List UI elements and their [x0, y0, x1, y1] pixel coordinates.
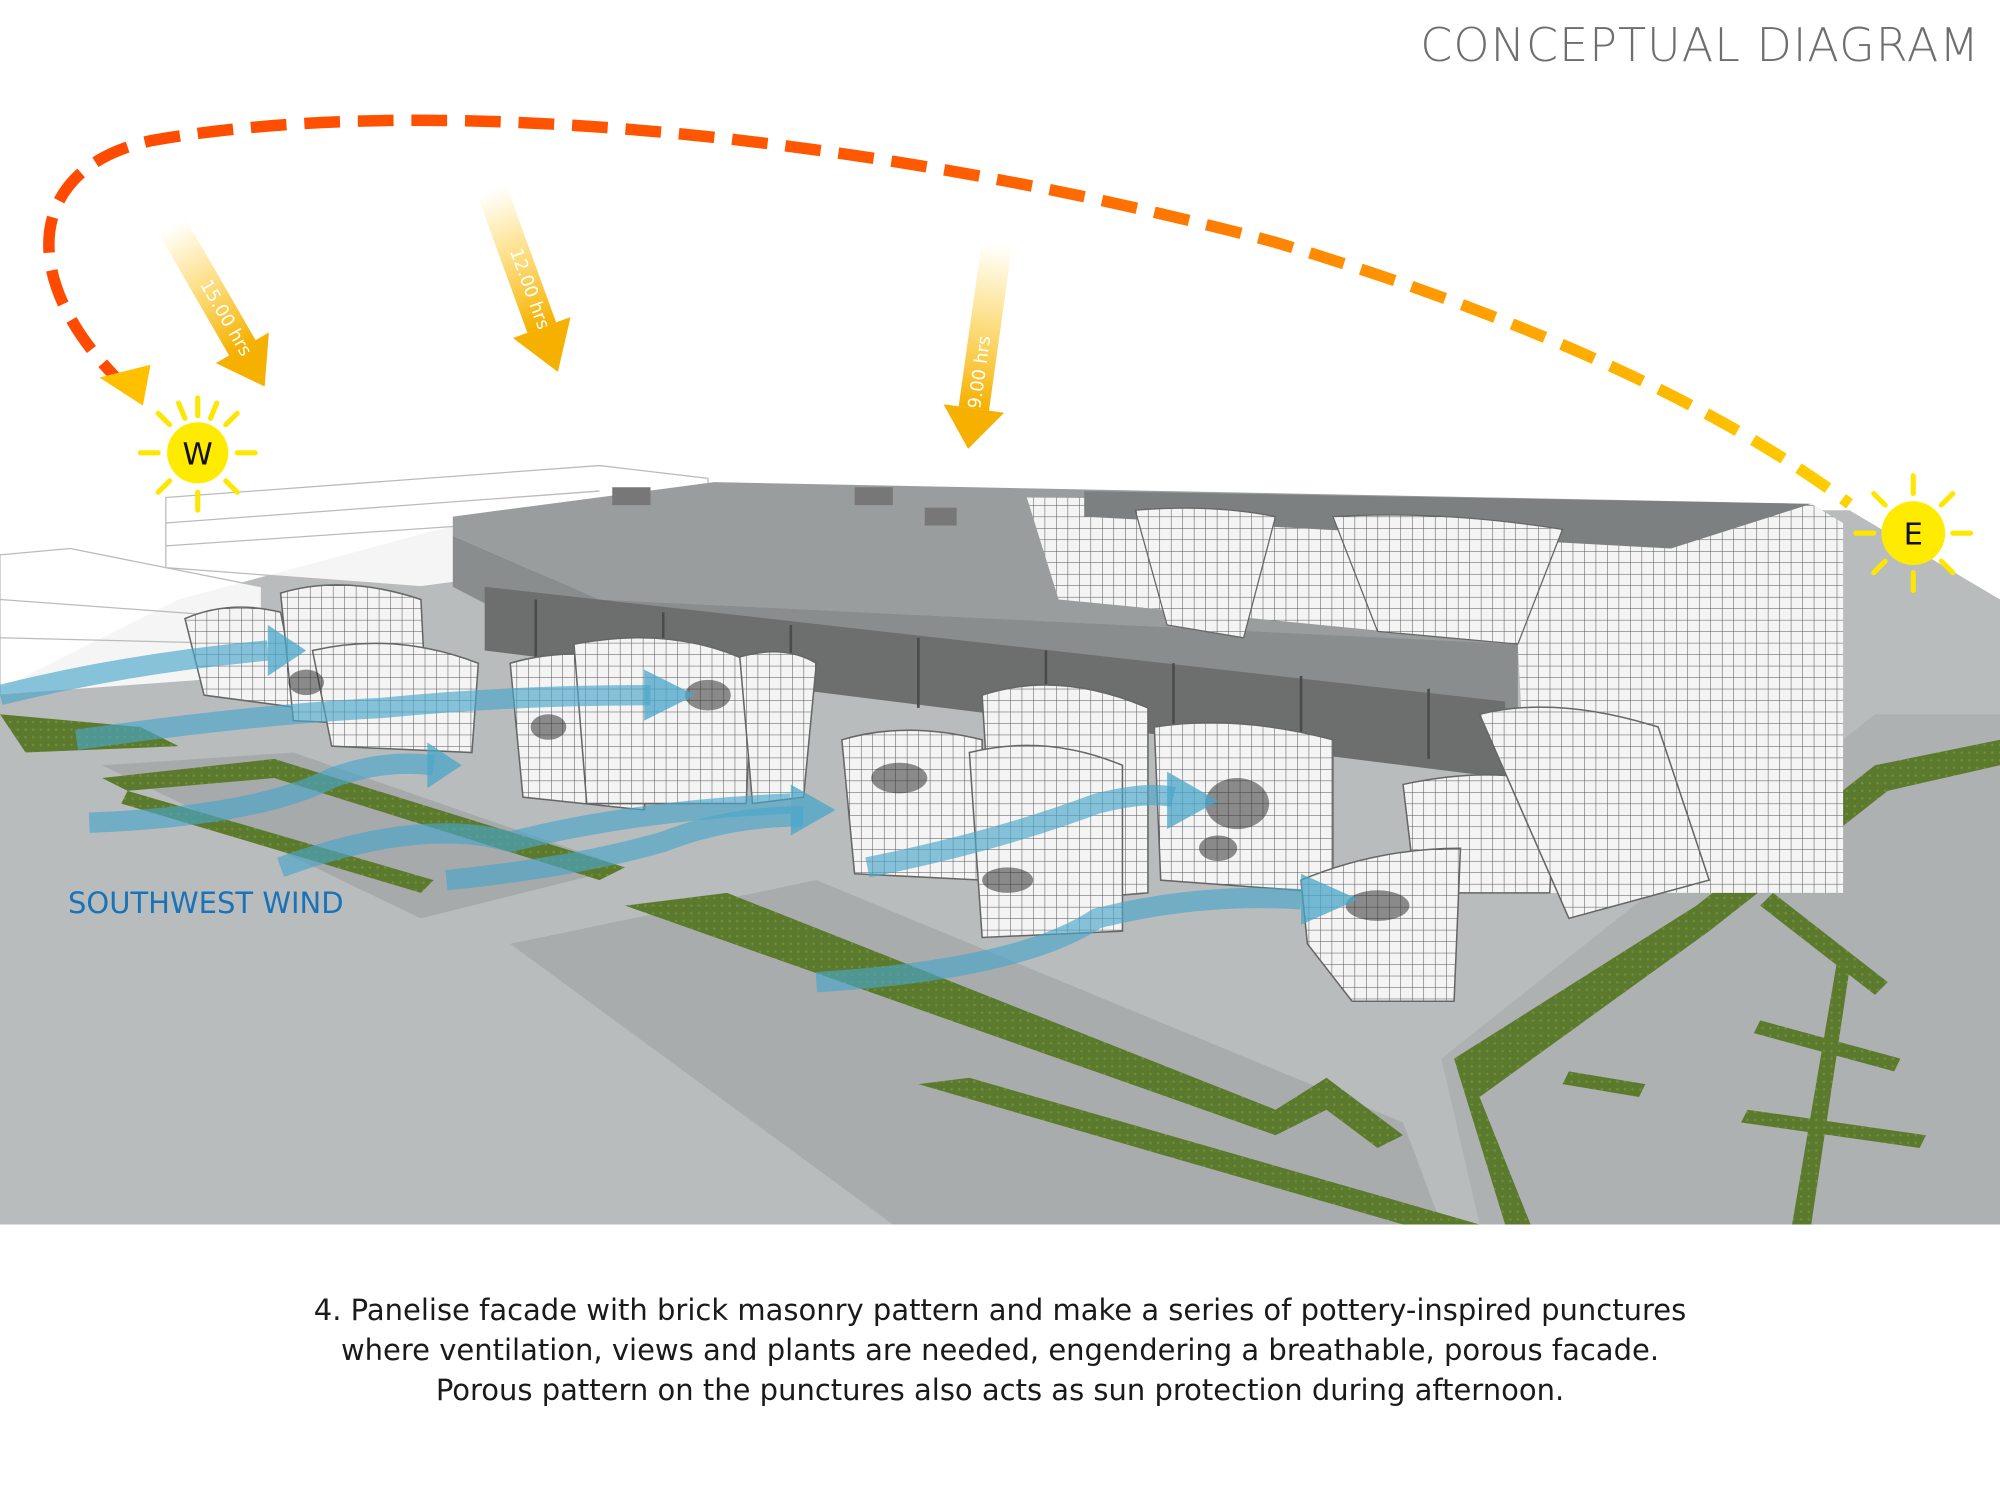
caption-line: where ventilation, views and plants are … — [340, 1333, 1660, 1367]
sun-ray-9: 9.00 hrs — [943, 242, 1013, 449]
sun-path-arrowhead — [99, 364, 151, 406]
caption: 4. Panelise facade with brick masonry pa… — [0, 1290, 2000, 1410]
wind-arrowheads — [267, 625, 1359, 925]
wind-arrows — [0, 640, 1302, 993]
caption-line: Porous pattern on the punctures also act… — [435, 1373, 1565, 1407]
plaza — [510, 880, 1442, 1225]
sun-west-label: W — [183, 437, 213, 472]
sun-east-label: E — [1904, 518, 1923, 553]
sun-ray-12: 12.00 hrs — [477, 184, 571, 372]
wind-label: SOUTHWEST WIND — [68, 886, 344, 920]
diagram-title: CONCEPTUAL DIAGRAM — [1420, 18, 1980, 72]
plaza — [1441, 714, 2000, 1225]
sun-path-arc — [43, 114, 1853, 509]
sun-ray-15: 15.00 hrs — [158, 218, 269, 387]
caption-line: 4. Panelise facade with brick masonry pa… — [313, 1293, 1687, 1327]
sun-west-icon: W — [137, 395, 258, 513]
sun-east-icon: E — [1853, 473, 1974, 594]
porous-punctures — [288, 669, 1410, 921]
